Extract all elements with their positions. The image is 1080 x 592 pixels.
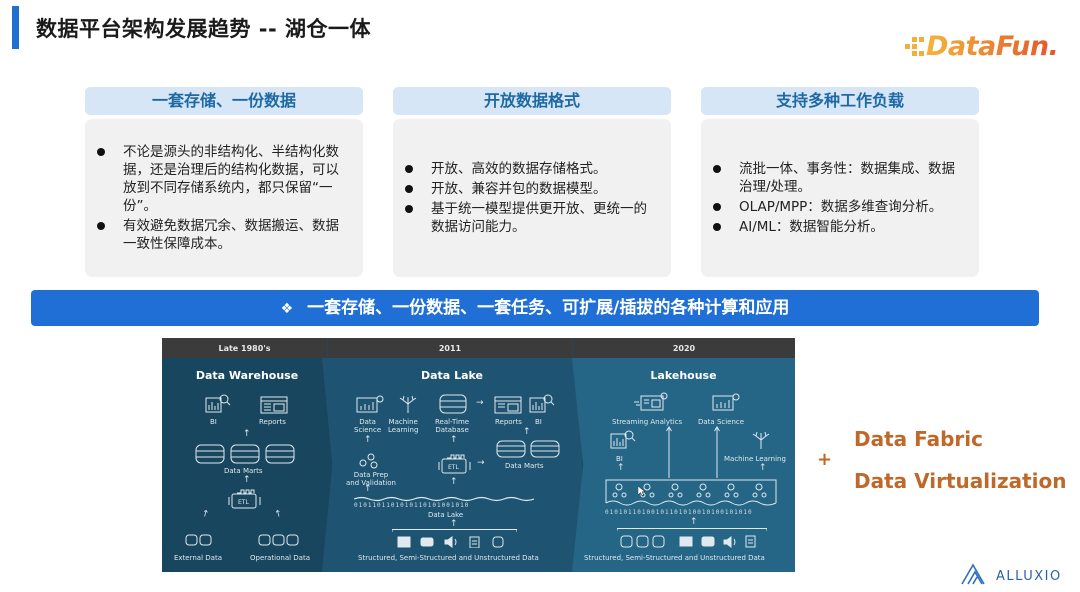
arrow-up-icon: ↑ <box>690 517 698 527</box>
machine-learning-tree-icon <box>396 394 420 414</box>
svg-text:ETL: ETL <box>238 499 249 506</box>
summary-banner: ❖ 一套存储、一份数据、一套任务、可扩展/插拔的各种计算和应用 <box>31 290 1039 326</box>
arrow-up-icon: ↑ <box>243 475 251 485</box>
diamond-icon: ❖ <box>280 301 294 317</box>
card-title: 一套存储、一份数据 <box>85 87 363 115</box>
panel-data-lake: Data Lake Data Science Machine Learning … <box>322 358 582 572</box>
source-types-icons <box>397 536 507 548</box>
reports-icon <box>494 396 522 414</box>
alluxio-mark-icon <box>960 563 990 589</box>
plus-icon: + <box>817 449 833 470</box>
arrow-up-icon: ↑ <box>364 484 372 494</box>
panel-title: Data Lake <box>421 369 483 382</box>
bi-chart-icon <box>529 394 555 414</box>
card-storage: 一套存储、一份数据 不论是源头的非结构化、半结构化数据，还是治理后的结构化数据，… <box>85 87 363 277</box>
data-marts-icon <box>496 440 560 458</box>
list-item: AI/ML：数据智能分析。 <box>713 218 967 236</box>
svg-text:ETL: ETL <box>448 464 459 471</box>
card-body: 不论是源头的非结构化、半结构化数据，还是治理后的结构化数据，可以放到不同存储系统… <box>85 119 363 277</box>
banner-text: 一套存储、一份数据、一套任务、可扩展/插拔的各种计算和应用 <box>307 298 790 318</box>
arrow-up-icon: ↑ <box>243 429 251 439</box>
mouse-cursor-icon <box>638 486 646 496</box>
arrow-up-icon: ↑ <box>450 477 458 487</box>
lakehouse-compute-layer <box>605 479 777 509</box>
bullet-icon <box>713 223 721 231</box>
card-title: 开放数据格式 <box>393 87 671 115</box>
operational-data-icon <box>258 534 300 546</box>
panel-title: Data Warehouse <box>195 369 299 382</box>
logo-dots-icon <box>905 36 924 56</box>
bullet-icon <box>97 148 105 156</box>
data-marts-icon <box>195 444 295 464</box>
page-title: 数据平台架构发展趋势 -- 湖仓一体 <box>36 17 372 41</box>
realtime-database-icon <box>439 394 467 414</box>
logo-text: DataFun. <box>926 30 1059 62</box>
list-item: 不论是源头的非结构化、半结构化数据，还是治理后的结构化数据，可以放到不同存储系统… <box>97 143 351 215</box>
data-fabric-label: Data Fabric <box>854 427 983 451</box>
card-body: 流批一体、事务性：数据集成、数据治理/处理。 OLAP/MPP：数据多维查询分析… <box>701 119 979 277</box>
card-workloads: 支持多种工作负载 流批一体、事务性：数据集成、数据治理/处理。 OLAP/MPP… <box>701 87 979 277</box>
era-label-2020: 2020 <box>573 338 795 358</box>
bullet-icon <box>97 222 105 230</box>
card-title: 支持多种工作负载 <box>701 87 979 115</box>
gears-icon <box>358 452 380 470</box>
data-virtualization-label: Data Virtualization <box>854 469 1067 493</box>
arrow-diagonal-icon: ↗ <box>200 507 212 521</box>
arrow-up-icon: ↑ <box>450 435 458 445</box>
arrow-up-icon: ↑ <box>617 463 625 473</box>
list-item: 开放、高效的数据存储格式。 <box>405 160 659 178</box>
bullet-icon <box>713 165 721 173</box>
streaming-analytics-icon <box>634 392 668 412</box>
arrow-up-long-icon <box>714 426 720 478</box>
title-accent-bar <box>12 6 19 49</box>
arrow-right-icon: → <box>476 398 484 408</box>
alluxio-text: ALLUXIO <box>996 568 1062 584</box>
arrow-up-icon: ↑ <box>759 463 767 473</box>
etl-engine-icon: ETL <box>227 489 263 511</box>
alluxio-logo: ALLUXIO <box>960 563 1062 589</box>
bi-chart-icon <box>205 394 231 414</box>
external-data-icon <box>185 534 213 546</box>
list-item: 基于统一模型提供更开放、更统一的数据访问能力。 <box>405 200 659 236</box>
etl-engine-icon: ETL <box>437 454 473 476</box>
reports-icon <box>260 396 288 414</box>
bi-chart-icon <box>610 430 636 450</box>
card-body: 开放、高效的数据存储格式。 开放、兼容并包的数据模型。 基于统一模型提供更开放、… <box>393 119 671 277</box>
source-types-icons <box>620 535 760 548</box>
list-item: 开放、兼容并包的数据模型。 <box>405 180 659 198</box>
source-bracket <box>617 528 767 532</box>
panel-lakehouse: Lakehouse Streaming Analytics Data Scien… <box>572 358 795 572</box>
arrow-up-icon: ↑ <box>364 435 372 445</box>
arrow-diagonal-icon: ↖ <box>272 507 284 521</box>
data-science-icon <box>356 394 384 414</box>
era-label-2011: 2011 <box>328 338 572 358</box>
bullet-icon <box>405 205 413 213</box>
data-science-icon <box>712 392 740 412</box>
panel-title: Lakehouse <box>650 369 717 382</box>
card-open-format: 开放数据格式 开放、高效的数据存储格式。 开放、兼容并包的数据模型。 基于统一模… <box>393 87 671 277</box>
list-item: OLAP/MPP：数据多维查询分析。 <box>713 198 967 216</box>
source-bracket <box>392 529 517 533</box>
arrow-right-icon: → <box>477 458 485 468</box>
bullet-icon <box>405 185 413 193</box>
datafun-logo: DataFun. <box>905 26 1059 66</box>
arrow-up-icon: ↑ <box>523 427 531 437</box>
lake-wave-icon <box>354 496 534 502</box>
era-label-1980s: Late 1980's <box>162 338 327 358</box>
arrow-up-long-icon <box>666 426 672 478</box>
bullet-icon <box>405 165 413 173</box>
bullet-icon <box>713 203 721 211</box>
architecture-evolution-diagram: Late 1980's 2011 2020 Data Warehouse BI … <box>162 338 795 572</box>
panel-data-warehouse: Data Warehouse BI Reports ↑ Data Marts ↑… <box>162 358 332 572</box>
list-item: 有效避免数据冗余、数据搬运、数据一致性保障成本。 <box>97 217 351 253</box>
list-item: 流批一体、事务性：数据集成、数据治理/处理。 <box>713 160 967 196</box>
arrow-up-icon: ↑ <box>450 519 458 529</box>
machine-learning-tree-icon <box>749 430 773 450</box>
